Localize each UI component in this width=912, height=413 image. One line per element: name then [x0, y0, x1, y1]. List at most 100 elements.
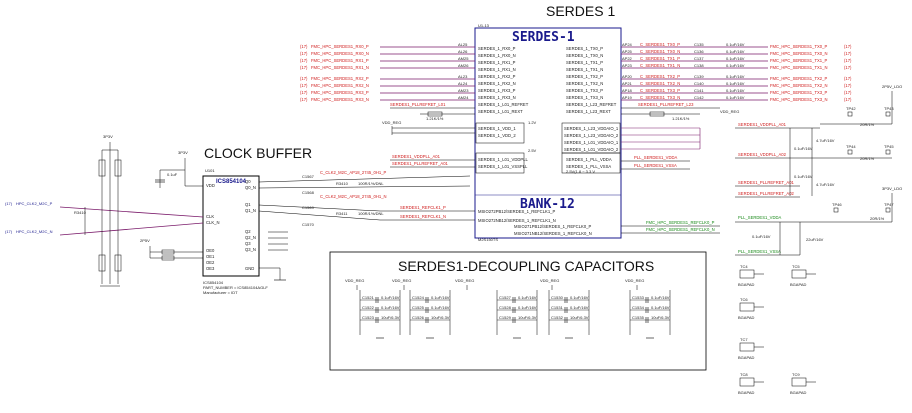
rx-sheet-ref: (17) — [300, 97, 308, 102]
pad-outline — [739, 302, 755, 312]
oe-res-1 — [161, 249, 175, 255]
cb-vdd-cap-value: 0.1uF — [167, 172, 178, 177]
serdes-volt-range: 2.5V(1.8 ~ 3.3 V — [566, 169, 595, 174]
test-point-label: TP47 — [884, 202, 894, 207]
serdes-left-pin: SERDES_1_RX1_P — [478, 60, 516, 65]
decap-rail-label: VDD_REG — [540, 278, 559, 283]
cb-cap-2: C1568 — [302, 190, 315, 195]
cb-res-1-value: 100R/1%/DNL — [358, 181, 384, 186]
bias-res-2 — [114, 159, 122, 177]
rx-sheet-ref: (17) — [300, 44, 308, 49]
decap-value: 0.1uF/16V — [381, 305, 400, 310]
rail-3p3-label: 3P3V — [103, 134, 113, 139]
tx-pin-number: AP22 — [622, 56, 633, 61]
decap-rail-label: VDD_REG — [392, 278, 411, 283]
tx-nets: AP24 C_SERDES1_TX0_P C135 0.1uF/16V FMC_HPC_… — [621, 42, 852, 102]
net-vddpll-a02: SERDES1_VDDPLL_A02 — [738, 152, 787, 157]
tx-local-net: C_SERDES1_TX0_N — [640, 49, 680, 54]
rx-pin-number: AL24 — [458, 81, 468, 86]
serdes-pin-labels: SERDES_1_RX0_PSERDES_1_RX0_NSERDES_1_RX1… — [478, 46, 619, 236]
pad-ref: TC9 — [792, 372, 800, 377]
tx-net-label: FMC_HPC_SERDES1_TX2_N — [770, 83, 827, 88]
tx-pin-number: AP24 — [622, 42, 633, 47]
clock-buffer-outline — [202, 175, 260, 277]
tx-cap-value: 0.1uF/16V — [726, 88, 745, 93]
serdes-left-pin: SERDES_1_RX3_P — [478, 88, 516, 93]
cb-right-pin: Q1_N — [245, 208, 256, 213]
tx-cap-value: 0.1uF/16V — [726, 49, 745, 54]
net-pll-ret-a01: SERDES1_PLLREFRET_A01 — [392, 161, 449, 166]
pad-outline — [791, 269, 807, 279]
rx-net-label: FMC_HPC_SERDES1_RX1_P — [311, 58, 369, 63]
tx-net-label: FMC_HPC_SERDES1_TX3_P — [770, 90, 827, 95]
rx-pin-number: AM25 — [458, 56, 469, 61]
rx-net-label: FMC_HPC_SERDES1_RX3_P — [311, 90, 369, 95]
cb-right-pin: Q0_N — [245, 185, 256, 190]
decap-value: 0.1uF/16V — [431, 295, 450, 300]
decap-value: 0.1uF/16V — [570, 295, 589, 300]
net-pll-vdda: PLL_SERDES1_VDDA — [634, 155, 677, 160]
serdes-right-pin: SERDES_1_TX2_N — [566, 81, 603, 86]
cb-left-pin: OE1 — [206, 254, 215, 259]
cb-right-pin: Q3_N — [245, 247, 256, 252]
rx-pin-number: AL23 — [458, 74, 468, 79]
tx-sheet-ref: (17) — [844, 97, 852, 102]
input-clk-p-ref: (17) — [5, 201, 13, 206]
serdes-right-pin: SERDES_1_L23_REFRET — [566, 102, 617, 107]
refret-right: SERDES1_PLLREFRET_L23 1.21K/1% VDD_REG — [621, 102, 739, 121]
rx-sheet-ref: (17) — [300, 51, 308, 56]
rx-net-label: FMC_HPC_SERDES1_RX2_P — [311, 76, 369, 81]
bias-res-1 — [98, 159, 106, 177]
tx-net-label: FMC_HPC_SERDES1_TX0_P — [770, 44, 827, 49]
serdes-pll-right-pin: SERDES_1_PLL_VDDA — [566, 157, 612, 162]
tx-cap-value: 0.1uF/16V — [726, 95, 745, 100]
net-fmc-refclk0-p: FMC_HPC_SERDES1_REFCLK0_P — [646, 220, 715, 225]
tx-cap-ref: C141 — [694, 88, 704, 93]
cb-cap-1: C1567 — [302, 174, 315, 179]
serdes-right-pin: SERDES_1_TX3_P — [566, 88, 603, 93]
tx-cap-value: 0.1uF/16V — [726, 74, 745, 79]
tx-cap-ref: C142 — [694, 95, 704, 100]
rx-pin-number: AL25 — [458, 42, 468, 47]
net-pllret-a02: SERDES1_PLLREFRET_A02 — [738, 191, 795, 196]
serdes-left-pin: SERDES_1_L01_REXT — [478, 109, 523, 114]
pad-label: BGAPAD — [738, 315, 754, 320]
rail-3p3-ldo: 3P3V_LDO — [882, 186, 902, 191]
net-fmc-refclk0-n: FMC_HPC_SERDES1_REFCLK0_N — [646, 227, 715, 232]
test-point-pad — [847, 111, 853, 117]
serdes-refclk-left-pin: MSIO272PB12/SERDES_1_REFCLK1_P — [478, 209, 555, 214]
cb-out-p: C_CLK2_M2C_AP18_2745_0H1_P — [320, 170, 387, 175]
rx-pin-number: AL26 — [458, 49, 468, 54]
test-point-label: TP46 — [832, 202, 842, 207]
bias-res-3 — [98, 254, 106, 272]
clock-buffer-part: ICS854104 — [216, 179, 247, 185]
serdes-refdes: U1-13 — [478, 23, 490, 28]
test-point-label: TP42 — [846, 106, 856, 111]
pad-label: BGAPAD — [738, 282, 754, 287]
net-refret-l23: SERDES1_PLLREFRET_L23 — [638, 102, 694, 107]
decap-value: 10uF/6.3V — [381, 315, 400, 320]
decap-ref: C1531 — [551, 305, 564, 310]
test-point-label: TP44 — [846, 144, 856, 149]
serdes-pll-pin: SERDES_1_L01_VDDPLL — [478, 157, 528, 162]
tx-sheet-ref: (17) — [844, 90, 852, 95]
pad-outline — [739, 377, 755, 387]
decap-value: 0.1uF/16V — [518, 305, 537, 310]
rx-net-label: FMC_HPC_SERDES1_RX3_N — [311, 97, 369, 102]
decap-ref: C1522 — [362, 305, 375, 310]
test-point-label: TP45 — [884, 144, 894, 149]
clock-outputs: C_CLK2_M2C_AP18_2745_0H1_P C_CLK2_M2C_AP… — [258, 170, 471, 281]
serdes-part: M2S150TS — [478, 237, 498, 242]
rx-sheet-ref: (17) — [300, 83, 308, 88]
clock-buffer-part-label: ICS854104 — [203, 280, 224, 285]
vdda-res-value: 20R/1% — [870, 216, 885, 221]
tx-local-net: C_SERDES1_TX0_P — [640, 42, 680, 47]
serdes-right-pin: SERDES_1_TX2_P — [566, 74, 603, 79]
tx-local-net: C_SERDES1_TX3_N — [640, 95, 680, 100]
tx-net-label: FMC_HPC_SERDES1_TX3_N — [770, 97, 827, 102]
rx-sheet-ref: (17) — [300, 65, 308, 70]
tx-cap-ref: C135 — [694, 42, 704, 47]
pad-ref: TC6 — [740, 297, 748, 302]
